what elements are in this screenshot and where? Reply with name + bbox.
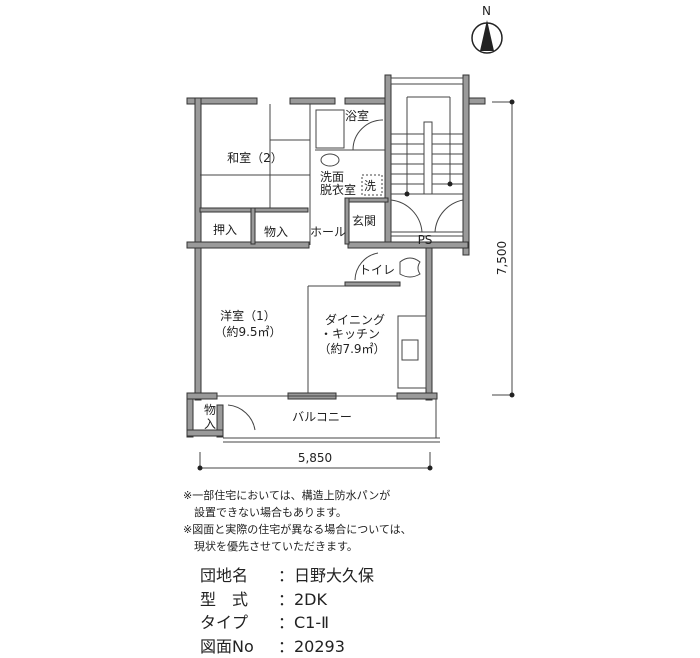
room-genkan: 玄関 xyxy=(352,213,376,228)
north-arrow-icon: N xyxy=(472,4,502,53)
room-toilet: トイレ xyxy=(359,263,395,277)
room-washroom-1: 洗面 xyxy=(320,170,344,184)
info-value: ：日野大久保 xyxy=(278,564,374,588)
property-info: 団地名：日野大久保 型 式：2DK タイプ：C1-Ⅱ 図面No：20293 xyxy=(200,564,374,658)
note-line: ※一部住宅においては、構造上防水パンが xyxy=(183,487,412,504)
notes: ※一部住宅においては、構造上防水パンが 設置できない場合もあります。 ※図面と実… xyxy=(183,487,412,555)
info-row: 団地名：日野大久保 xyxy=(200,564,374,588)
note-line: 設置できない場合もあります。 xyxy=(183,504,412,521)
interior-lines xyxy=(200,78,463,442)
info-row: 型 式：2DK xyxy=(200,588,374,612)
room-monoire: 物入 xyxy=(264,225,288,239)
info-key: 図面No xyxy=(200,635,278,658)
room-ps: PS xyxy=(418,233,433,247)
room-dk-2: ・キッチン xyxy=(320,327,380,341)
room-oshiire: 押入 xyxy=(213,223,237,237)
room-youshitsu-area: （約9.5㎡） xyxy=(214,324,281,339)
room-dk-area: （約7.9㎡） xyxy=(318,341,385,356)
room-bath: 浴室 xyxy=(345,108,369,123)
note-line: ※図面と実際の住宅が異なる場合については、 xyxy=(183,521,412,538)
svg-text:5,850: 5,850 xyxy=(298,451,332,465)
room-dk-1: ダイニング xyxy=(325,312,385,327)
room-hall: ホール xyxy=(310,225,346,239)
room-youshitsu: 洋室（1） xyxy=(220,308,276,323)
info-key: 型 式 xyxy=(200,588,278,612)
info-key: 団地名 xyxy=(200,564,278,588)
walls xyxy=(187,75,485,437)
info-value: ：2DK xyxy=(278,588,327,612)
dimension-width: 5,850 xyxy=(198,451,433,471)
dimension-depth: 7,500 xyxy=(492,100,515,398)
info-row: 図面No：20293 xyxy=(200,635,374,658)
balcony-storage-1: 物 xyxy=(204,403,216,417)
svg-text:7,500: 7,500 xyxy=(495,241,509,275)
balcony-storage-2: 入 xyxy=(204,417,216,431)
info-key: タイプ xyxy=(200,611,278,635)
svg-text:N: N xyxy=(482,4,491,18)
info-value: ：C1-Ⅱ xyxy=(278,611,329,635)
room-washroom-2: 脱衣室 xyxy=(320,182,356,197)
info-value: ：20293 xyxy=(278,635,345,658)
note-line: 現状を優先させていただきます。 xyxy=(183,538,412,555)
washer-space: 洗 xyxy=(364,179,376,193)
room-balcony: バルコニー xyxy=(292,410,352,424)
room-washitsu: 和室（2） xyxy=(227,150,283,165)
info-row: タイプ：C1-Ⅱ xyxy=(200,611,374,635)
